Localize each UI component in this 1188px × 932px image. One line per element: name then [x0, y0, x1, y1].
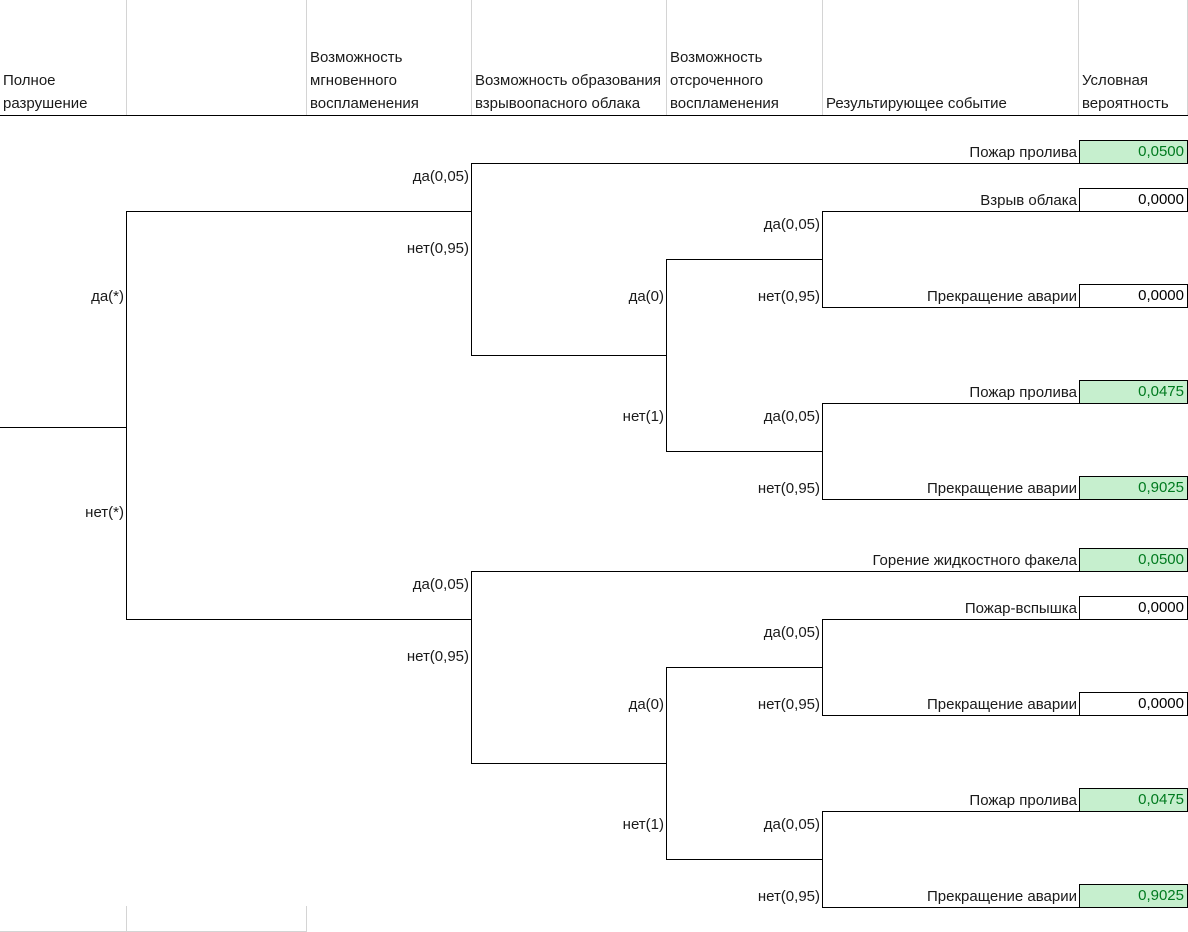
bottom-cloud-split: [666, 667, 667, 859]
outcome-line-3: [822, 307, 1079, 308]
grid-line: [306, 906, 307, 932]
outcome-probability[interactable]: 0,0500: [1079, 140, 1188, 164]
outcome-line-10: [822, 907, 1079, 908]
outcome-probability[interactable]: 0,9025: [1079, 476, 1188, 500]
outcome-probability[interactable]: 0,0500: [1079, 548, 1188, 572]
top-ignition-split: [471, 163, 472, 355]
branch-top-a-yes[interactable]: да(0,05): [763, 216, 820, 233]
top-cloud-split: [666, 259, 667, 451]
header-instant-ignition[interactable]: Возможность мгновенного воспламенения: [307, 0, 472, 116]
top-cloud-line: [471, 355, 667, 356]
branch-root-yes[interactable]: да(*): [91, 288, 124, 305]
outcome-line-5: [822, 499, 1079, 500]
outcome-event[interactable]: Пожар-вспышка: [964, 600, 1077, 617]
outcome-line-9: [822, 811, 1079, 812]
outcome-event[interactable]: Прекращение аварии: [927, 696, 1077, 713]
bottom-ignition-line: [126, 619, 472, 620]
outcome-event[interactable]: Прекращение аварии: [927, 888, 1077, 905]
outcome-line-2: [822, 211, 1079, 212]
branch-root-no[interactable]: нет(*): [85, 504, 124, 521]
outcome-line-8: [822, 715, 1079, 716]
outcome-probability[interactable]: 0,0000: [1079, 692, 1188, 716]
outcome-event[interactable]: Пожар пролива: [969, 792, 1077, 809]
branch-top-b-no[interactable]: нет(0,95): [757, 480, 820, 497]
bottom-b-split: [822, 811, 823, 907]
branch-bottom-b-yes[interactable]: да(0,05): [763, 816, 820, 833]
branch-bottom-ignition-yes[interactable]: да(0,05): [412, 576, 469, 593]
branch-bottom-b-no[interactable]: нет(0,95): [757, 888, 820, 905]
grid-line: [126, 906, 127, 932]
outcome-line-7: [822, 619, 1079, 620]
header-cloud-formation[interactable]: Возможность образования взрывоопасного о…: [472, 0, 667, 116]
header-delayed-ignition[interactable]: Возможность отсроченного воспламенения: [667, 0, 823, 116]
branch-top-cloud-yes[interactable]: да(0): [628, 288, 664, 305]
header-resulting-event[interactable]: Результирующее событие: [823, 0, 1079, 116]
header-bottom-border: [0, 115, 1188, 116]
branch-bottom-cloud-yes[interactable]: да(0): [628, 696, 664, 713]
outcome-line-6: [471, 571, 1079, 572]
outcome-event[interactable]: Пожар пролива: [969, 144, 1077, 161]
outcome-probability[interactable]: 0,0000: [1079, 188, 1188, 212]
root-split: [126, 211, 127, 620]
bottom-cloud-line: [471, 763, 667, 764]
outcome-probability[interactable]: 0,9025: [1079, 884, 1188, 908]
branch-top-ignition-no[interactable]: нет(0,95): [406, 240, 469, 257]
outcome-probability[interactable]: 0,0000: [1079, 284, 1188, 308]
header-empty[interactable]: [127, 0, 307, 116]
branch-top-a-no[interactable]: нет(0,95): [757, 288, 820, 305]
outcome-line-1: [471, 163, 1079, 164]
top-a-line: [666, 259, 823, 260]
branch-bottom-a-yes[interactable]: да(0,05): [763, 624, 820, 641]
bottom-a-line: [666, 667, 823, 668]
top-a-split: [822, 211, 823, 307]
root-line: [0, 427, 127, 428]
outcome-event[interactable]: Прекращение аварии: [927, 288, 1077, 305]
header-full-destruction[interactable]: Полное разрушение: [0, 0, 127, 116]
top-b-line: [666, 451, 823, 452]
branch-bottom-ignition-no[interactable]: нет(0,95): [406, 648, 469, 665]
outcome-probability[interactable]: 0,0000: [1079, 596, 1188, 620]
bottom-a-split: [822, 619, 823, 715]
branch-bottom-a-no[interactable]: нет(0,95): [757, 696, 820, 713]
branch-top-b-yes[interactable]: да(0,05): [763, 408, 820, 425]
branch-bottom-cloud-no[interactable]: нет(1): [622, 816, 664, 833]
bottom-ignition-split: [471, 571, 472, 763]
outcome-event[interactable]: Пожар пролива: [969, 384, 1077, 401]
bottom-b-line: [666, 859, 823, 860]
header-conditional-probability[interactable]: Условная вероятность: [1079, 0, 1188, 116]
outcome-event[interactable]: Взрыв облака: [980, 192, 1077, 209]
top-ignition-line: [126, 211, 472, 212]
branch-top-cloud-no[interactable]: нет(1): [622, 408, 664, 425]
outcome-event[interactable]: Прекращение аварии: [927, 480, 1077, 497]
outcome-probability[interactable]: 0,0475: [1079, 380, 1188, 404]
outcome-event[interactable]: Горение жидкостного факела: [872, 552, 1077, 569]
outcome-line-4: [822, 403, 1079, 404]
top-b-split: [822, 403, 823, 499]
outcome-probability[interactable]: 0,0475: [1079, 788, 1188, 812]
branch-top-ignition-yes[interactable]: да(0,05): [412, 168, 469, 185]
